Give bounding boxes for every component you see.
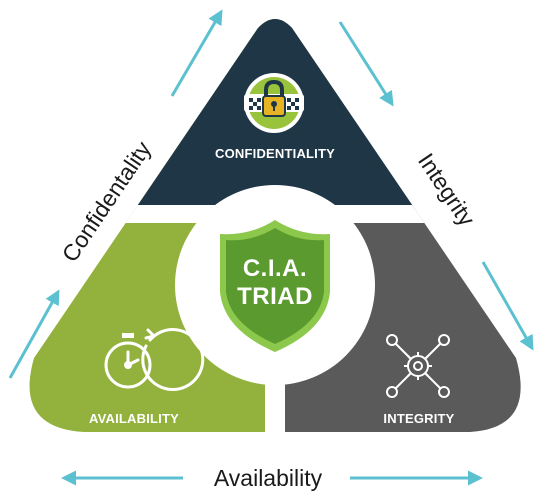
- arrow-top-right: [338, 21, 394, 107]
- side-label-right: Integrity: [413, 148, 481, 231]
- availability-label: AVAILABILITY: [89, 411, 179, 426]
- shield-icon: C.I.A. TRIAD: [220, 220, 330, 352]
- arrow-top-left: [170, 9, 223, 97]
- side-label-bottom: Availability: [214, 465, 323, 491]
- integrity-label: INTEGRITY: [383, 411, 454, 426]
- arrow-left: [8, 289, 60, 379]
- confidentiality-label: CONFIDENTIALITY: [215, 146, 335, 161]
- arrow-right: [481, 261, 534, 351]
- padlock-icon: [244, 73, 304, 133]
- center-title-line2: TRIAD: [237, 283, 313, 310]
- stopwatch-icon: [104, 328, 205, 391]
- center-title-line1: C.I.A.: [243, 255, 307, 282]
- gears-network-icon: [386, 334, 450, 398]
- cycle-arrows: [8, 9, 534, 486]
